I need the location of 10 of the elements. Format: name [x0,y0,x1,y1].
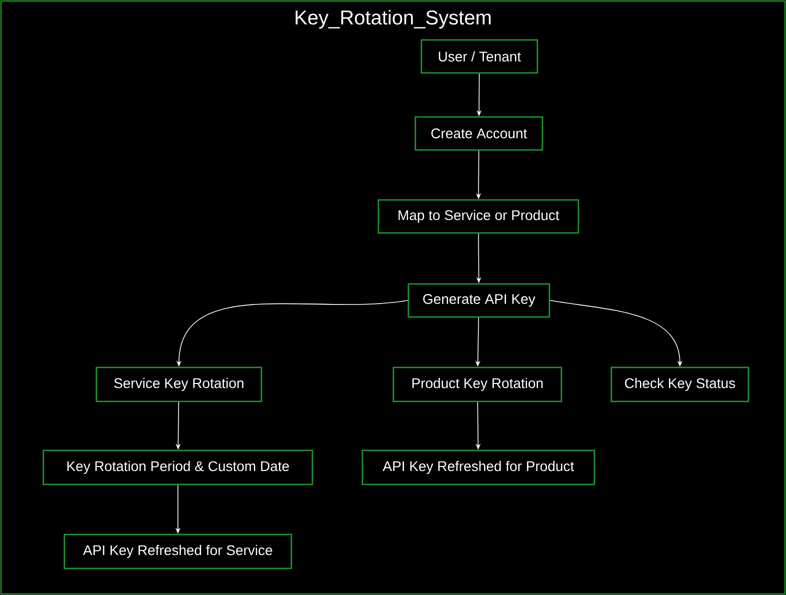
process-box: Create Account [414,116,544,151]
process-box: Key Rotation Period & Custom Date [42,450,314,486]
process-box: Service Key Rotation [96,366,262,402]
process-box: API Key Refreshed for Service [64,534,292,570]
process-box: Product Key Rotation [392,366,562,402]
process-box: Map to Service or Product [378,199,580,234]
process-box: User / Tenant [420,39,538,74]
process-box: Generate API Key [408,283,550,318]
process-box: Check Key Status [610,366,750,402]
process-box: API Key Refreshed for Product [362,450,596,486]
